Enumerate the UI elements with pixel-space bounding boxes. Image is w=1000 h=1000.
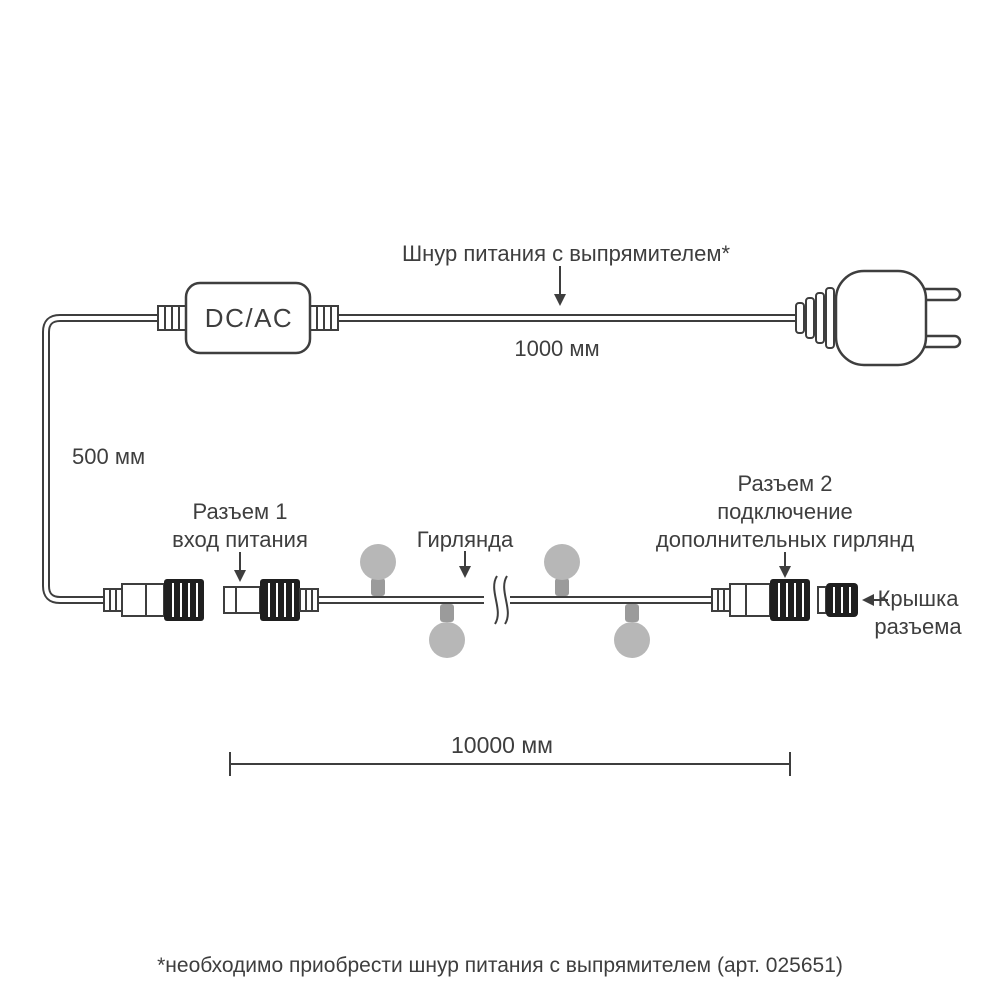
power-cord-arrow [554, 266, 566, 306]
dcac-converter-box [184, 281, 312, 355]
dimension-garland-length [229, 752, 791, 776]
bulb [544, 544, 580, 580]
connector1-arrow [234, 552, 246, 582]
connector2-label-line1: Разъем 2 [737, 471, 833, 496]
bulbs [360, 544, 650, 658]
plug-body [834, 269, 928, 367]
connector1-label-line2: вход питания [172, 527, 308, 552]
wire-break [484, 575, 510, 625]
connector1-label-line1: Разъем 1 [192, 499, 288, 524]
connector1-garland-end [223, 579, 319, 621]
connector2-label-line3: дополнительных гирлянд [655, 527, 915, 552]
connector1-cable-end [103, 579, 204, 621]
power-cord-label: Шнур питания с выпрямителем* [401, 241, 731, 266]
bulb [429, 622, 465, 658]
cap-label-line2: разъема [874, 614, 962, 639]
garland-arrow [459, 551, 471, 578]
footnote: *необходимо приобрести шнур питания с вы… [157, 954, 843, 977]
strain-relief-box-left [157, 305, 187, 331]
garland-length-label: 10000 мм [451, 732, 553, 758]
power-plug [795, 269, 962, 367]
bulb-sockets [371, 578, 639, 622]
garland-label: Гирлянда [416, 527, 514, 552]
connector2-arrow [779, 552, 791, 578]
cap-label-line1: Крышка [877, 586, 959, 611]
connector-cap [817, 583, 858, 617]
connector2-label-line2: подключение [717, 499, 853, 524]
dcac-label: DC/AC [204, 303, 294, 333]
cord-length-label: 1000 мм [514, 336, 600, 361]
power-cable-left [42, 314, 172, 604]
drop-length-label: 500 мм [72, 444, 146, 469]
connector2 [711, 579, 810, 621]
cap-arrow [862, 594, 888, 606]
strain-relief-box-right [309, 305, 339, 331]
plug-strain-relief [795, 287, 835, 349]
bulb [614, 622, 650, 658]
bulb [360, 544, 396, 580]
